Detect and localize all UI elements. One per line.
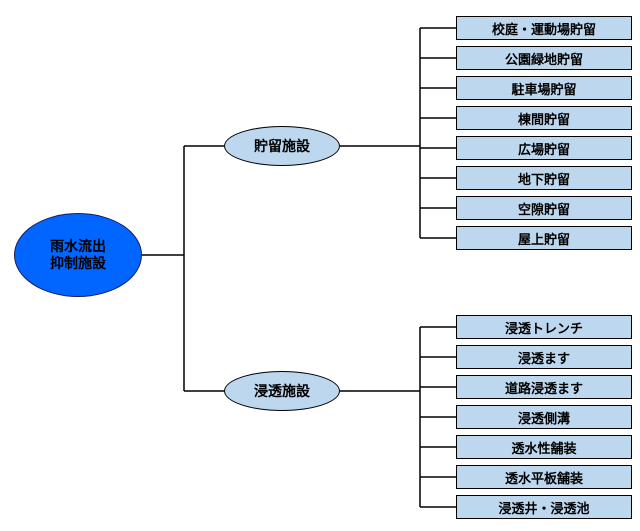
leaf-node-permeable-slab-pavement: 透水平板舗装 xyxy=(456,465,632,489)
root-node-label-line1: 雨水流出 xyxy=(50,237,106,254)
branch-node-infiltration-label: 浸透施設 xyxy=(254,383,310,399)
branch-node-infiltration: 浸透施設 xyxy=(224,371,340,411)
leaf-node-infiltration-basin: 浸透ます xyxy=(456,345,632,369)
leaf-node-infiltration-gutter: 浸透側溝 xyxy=(456,405,632,429)
root-node-rainwater-control: 雨水流出 抑制施設 xyxy=(14,213,142,297)
leaf-node-permeable-pavement: 透水性舗装 xyxy=(456,435,632,459)
leaf-node-infiltration-trench: 浸透トレンチ xyxy=(456,315,632,339)
branch-node-storage: 貯留施設 xyxy=(224,126,340,166)
branch-node-storage-label: 貯留施設 xyxy=(254,138,310,154)
leaf-node-parking-lot-storage: 駐車場貯留 xyxy=(456,76,632,100)
leaf-node-underground-storage: 地下貯留 xyxy=(456,166,632,190)
root-node-label-line2: 抑制施設 xyxy=(50,255,106,271)
leaf-node-park-green-storage: 公園緑地貯留 xyxy=(456,46,632,70)
leaf-node-infiltration-well-pond: 浸透井・浸透池 xyxy=(456,495,632,519)
leaf-node-road-infiltration-basin: 道路浸透ます xyxy=(456,375,632,399)
leaf-node-between-buildings-storage: 棟間貯留 xyxy=(456,106,632,130)
leaf-node-rooftop-storage: 屋上貯留 xyxy=(456,226,632,250)
leaf-node-plaza-storage: 広場貯留 xyxy=(456,136,632,160)
leaf-node-schoolyard-storage: 校庭・運動場貯留 xyxy=(456,16,632,40)
leaf-node-void-storage: 空隙貯留 xyxy=(456,196,632,220)
